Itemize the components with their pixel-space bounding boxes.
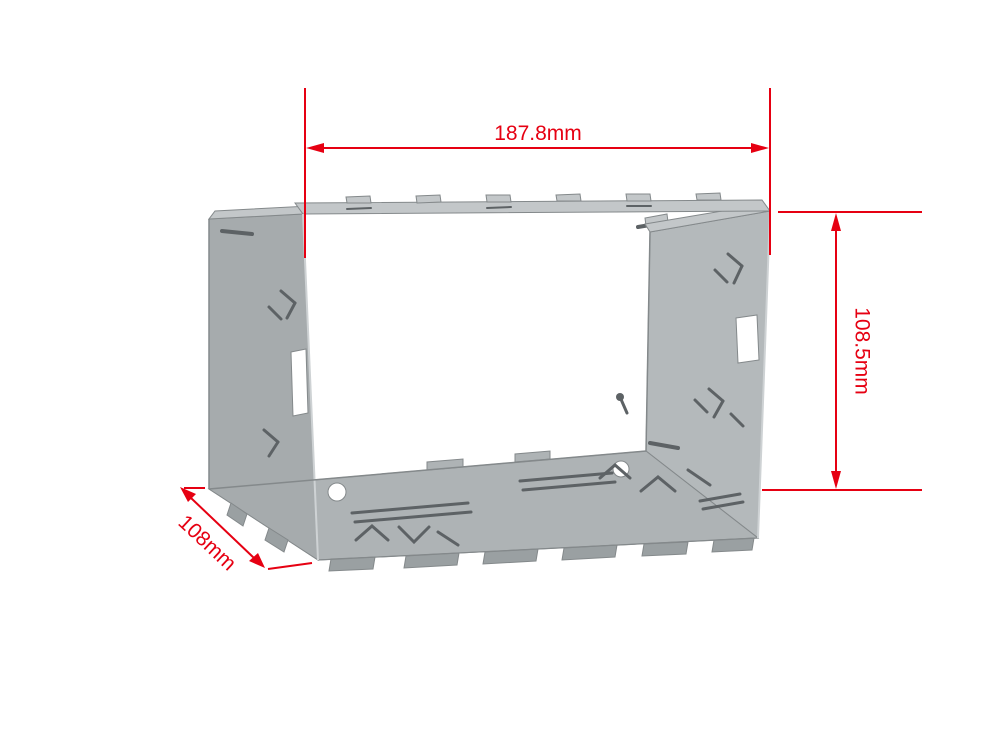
arrowhead bbox=[249, 553, 265, 568]
cage-top-rail bbox=[207, 192, 771, 233]
arrowhead bbox=[831, 213, 841, 231]
cage-left-panel-cutouts bbox=[220, 229, 309, 458]
arrowhead bbox=[831, 471, 841, 489]
cage-floor-details bbox=[327, 460, 745, 547]
arrowhead bbox=[751, 143, 769, 153]
height-dimension: 108.5mm bbox=[762, 211, 922, 491]
floor-front-tabs bbox=[317, 537, 759, 572]
cage-edges bbox=[208, 210, 771, 561]
depth-dimension-label: 108mm bbox=[174, 511, 241, 576]
arrowhead bbox=[306, 143, 324, 153]
width-dimension-label: 187.8mm bbox=[494, 122, 582, 145]
width-dimension: 187.8mm bbox=[304, 88, 771, 258]
mounting-cage bbox=[207, 192, 771, 572]
extension-line bbox=[267, 562, 313, 570]
dimension-line bbox=[190, 497, 255, 559]
left-panel-bottom-tabs bbox=[226, 502, 289, 553]
height-dimension-label: 108.5mm bbox=[851, 307, 874, 395]
arrowhead bbox=[180, 487, 196, 502]
